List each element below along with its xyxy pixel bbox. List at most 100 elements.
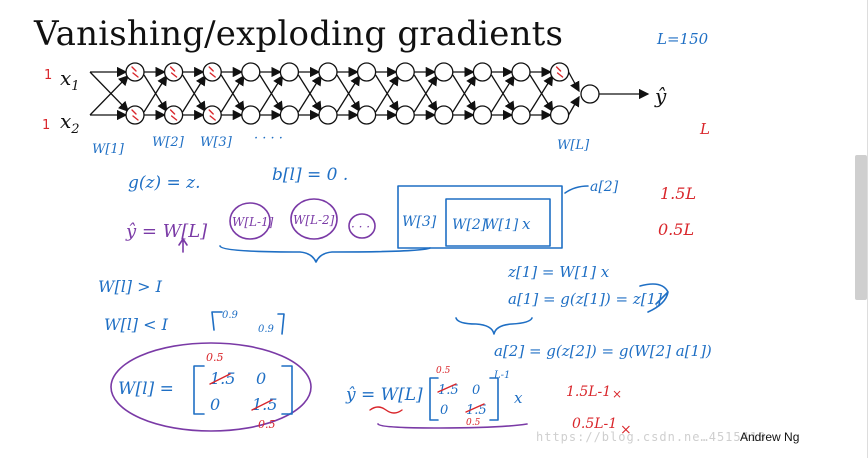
hidden-node-top-12 bbox=[549, 62, 570, 82]
output-yhat: ŷ bbox=[654, 84, 667, 108]
a2-label: a[2] bbox=[590, 179, 619, 195]
chain-w3: W[3] bbox=[402, 214, 437, 230]
hidden-node-top-9 bbox=[434, 62, 454, 82]
hidden-node-top-3 bbox=[202, 62, 222, 82]
hidden-node-bottom-8 bbox=[395, 105, 415, 125]
node-annotation bbox=[208, 66, 216, 78]
mat-small-a: 0.9 bbox=[222, 310, 239, 321]
node-annotation bbox=[208, 109, 216, 121]
weight-label-1: W[1] bbox=[92, 142, 125, 157]
node-annotation bbox=[131, 109, 139, 121]
chain-x: x bbox=[522, 215, 531, 233]
hidden-node-top-11 bbox=[511, 62, 531, 82]
edge bbox=[297, 74, 322, 113]
eq-b: b[l] = 0 . bbox=[272, 165, 348, 185]
hidden-node-top-8 bbox=[395, 62, 415, 82]
edge bbox=[568, 71, 580, 93]
edge bbox=[220, 74, 245, 113]
edge bbox=[490, 74, 515, 113]
w-matrix-12: 0 bbox=[256, 369, 266, 388]
hidden-node-bottom-7 bbox=[356, 105, 377, 125]
edge bbox=[336, 74, 361, 113]
hidden-node-top-7 bbox=[356, 62, 377, 82]
eq-yhat: ŷ = W[L] bbox=[125, 221, 208, 242]
weight-label-3: W[3] bbox=[200, 135, 233, 150]
yhat-matrix-12: 0 bbox=[472, 383, 480, 398]
node-annotation bbox=[169, 109, 178, 121]
yhat-matrix-21: 0 bbox=[440, 403, 448, 418]
edge bbox=[259, 74, 284, 113]
neural-network-diagram bbox=[89, 62, 650, 125]
growth-high: 1.5L bbox=[660, 184, 696, 203]
node-annotation bbox=[169, 66, 178, 78]
w-matrix-alt-1: 0.5 bbox=[206, 351, 224, 364]
yhat-power: L-1 bbox=[493, 370, 510, 381]
slide-title: Vanishing/exploding gradients bbox=[34, 14, 564, 54]
hidden-node-bottom-5 bbox=[279, 105, 300, 125]
pow-low-x: × bbox=[620, 422, 632, 438]
hidden-node-bottom-3 bbox=[202, 105, 222, 125]
weight-label-dots: · · · · bbox=[254, 131, 283, 146]
chain-dots: · · · bbox=[351, 220, 370, 234]
input-x1: x1 bbox=[60, 66, 80, 94]
output-node bbox=[580, 84, 600, 104]
edge bbox=[143, 74, 168, 113]
hidden-node-bottom-6 bbox=[318, 105, 338, 125]
hidden-node-top-10 bbox=[472, 62, 493, 82]
yhat-matrix-label: ŷ = W[L] bbox=[345, 385, 423, 405]
w-matrix-21: 0 bbox=[210, 395, 220, 414]
edge bbox=[89, 71, 129, 112]
chain-w-lm1: W[L-1] bbox=[232, 215, 274, 229]
chain-w-lm2: W[L-2] bbox=[293, 213, 335, 227]
edge bbox=[89, 75, 129, 116]
input-mark-2: 1 bbox=[42, 118, 50, 133]
pow-high: 1.5L-1 bbox=[566, 384, 611, 400]
edge bbox=[452, 74, 477, 113]
growth-low: 0.5L bbox=[658, 220, 694, 239]
eq-g: g(z) = z. bbox=[128, 173, 201, 193]
w-matrix-11: 1.5 bbox=[210, 369, 235, 388]
edge bbox=[413, 74, 438, 113]
hidden-node-bottom-4 bbox=[241, 105, 261, 125]
eq-a2: a[2] = g(z[2]) = g(W[2] a[1]) bbox=[494, 342, 712, 360]
hidden-node-top-5 bbox=[279, 62, 300, 82]
hidden-node-bottom-10 bbox=[472, 105, 493, 125]
hidden-node-top-1 bbox=[125, 62, 145, 82]
hidden-node-bottom-11 bbox=[511, 105, 531, 125]
edge bbox=[375, 74, 399, 113]
edge bbox=[182, 74, 206, 113]
eq-w-lt: W[l] < I bbox=[104, 315, 169, 334]
note-L: L bbox=[699, 120, 710, 138]
hidden-node-top-6 bbox=[318, 62, 338, 82]
weight-label-2: W[2] bbox=[152, 135, 185, 150]
edge bbox=[568, 95, 580, 116]
eq-w-gt: W[l] > I bbox=[98, 277, 163, 296]
yhat-matrix-11: 1.5 bbox=[438, 383, 459, 398]
mat-small-b: 0.9 bbox=[258, 324, 275, 335]
w-matrix-label: W[l] = bbox=[118, 379, 174, 399]
weight-label-L: W[L] bbox=[557, 138, 590, 153]
input-x2: x2 bbox=[60, 109, 80, 137]
yhat-matrix-22: 1.5 bbox=[466, 403, 487, 418]
node-annotation bbox=[555, 66, 564, 78]
hidden-node-bottom-12 bbox=[549, 105, 570, 125]
edge bbox=[529, 74, 554, 113]
pow-low: 0.5L-1 bbox=[572, 416, 617, 432]
chain-w2: W[2] bbox=[452, 217, 487, 233]
hidden-node-top-2 bbox=[163, 62, 184, 82]
node-annotation bbox=[131, 66, 139, 78]
input-mark-1: 1 bbox=[44, 68, 52, 83]
scrollbar[interactable] bbox=[855, 155, 867, 300]
hidden-node-bottom-9 bbox=[434, 105, 454, 125]
slide-credit: Andrew Ng bbox=[740, 430, 800, 444]
hidden-node-bottom-2 bbox=[163, 105, 184, 125]
eq-a1: a[1] = g(z[1]) = z[1] bbox=[508, 290, 662, 308]
eq-z1: z[1] = W[1] x bbox=[507, 263, 610, 281]
hidden-node-bottom-1 bbox=[125, 105, 145, 125]
yhat-matrix-alt-1: 0.5 bbox=[436, 366, 451, 376]
note-L150: L=150 bbox=[656, 30, 709, 48]
w-matrix-alt-2: 0.5 bbox=[258, 418, 276, 431]
yhat-x: x bbox=[514, 389, 523, 407]
